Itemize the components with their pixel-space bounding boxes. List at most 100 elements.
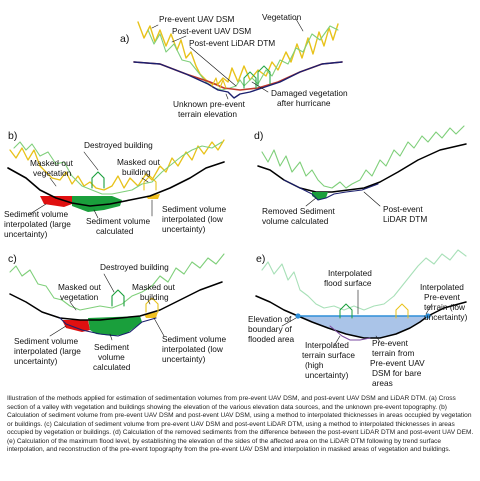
- sediment-low-uncertainty-fill: [146, 194, 160, 199]
- label-elevation-boundary-2: boundary of: [248, 324, 293, 334]
- panel-c-letter: c): [8, 253, 17, 265]
- panel-d-letter: d): [254, 130, 263, 142]
- label-interpolated-terrain-4: uncertainty): [305, 370, 349, 380]
- label-post-event-lidar-2: LiDAR DTM: [383, 214, 427, 224]
- post-event-lidar-dtm-line: [133, 61, 343, 99]
- label-removed-sediment-1: Removed Sediment: [262, 206, 336, 216]
- label-masked-building-1: Masked out: [117, 157, 161, 167]
- label-pre-event-terrain-4: DSM for bare: [372, 368, 422, 378]
- label-sediment-low-3: uncertainty): [162, 354, 206, 364]
- pre-event-terrain-line: [255, 295, 467, 339]
- label-masked-vegetation-2: vegetation: [60, 292, 99, 302]
- sediment-large-uncertainty-fill: [40, 196, 72, 207]
- label-masked-building-1: Masked out: [132, 282, 176, 292]
- panel-e-letter: e): [256, 253, 265, 265]
- label-pre-event-uav-dsm: Pre-event UAV DSM: [159, 14, 235, 24]
- post-event-uav-dsm-line: [147, 25, 339, 91]
- building-icon: [143, 175, 157, 191]
- pre-event-terrain-line: [7, 161, 225, 207]
- label-interpolated-pre-event-2: Pre-event: [424, 292, 461, 302]
- flood-boundary-point: [295, 313, 301, 319]
- label-unknown-terrain-2: terrain elevation: [178, 109, 237, 119]
- label-pre-event-terrain-5: areas: [372, 378, 393, 388]
- panel-a: a) Pre-event UAV DSM Vegetation Post-eve…: [120, 12, 348, 119]
- vegetation-line: [261, 249, 467, 311]
- label-post-event-lidar-1: Post-event: [383, 204, 423, 214]
- label-post-event-lidar-dtm: Post-event LiDAR DTM: [189, 38, 275, 48]
- building-icon: [91, 171, 105, 189]
- label-destroyed-building: Destroyed building: [100, 262, 169, 272]
- building-icon: [257, 65, 271, 87]
- label-interpolated-pre-event-3: terrain (low: [424, 302, 466, 312]
- label-sediment-calculated-2: calculated: [96, 226, 134, 236]
- label-sediment-low-3: uncertainty): [162, 224, 206, 234]
- post-event-uav-dsm-line: [9, 253, 225, 311]
- sediment-calculated-fill: [88, 316, 142, 336]
- pre-event-uav-dsm-line: [137, 21, 339, 85]
- label-sediment-large-2: interpolated (large: [14, 346, 81, 356]
- pre-event-uav-dsm-line: [9, 139, 225, 191]
- label-interpolated-terrain-1: Interpolated: [305, 340, 349, 350]
- label-sediment-large-3: uncertainty): [14, 356, 58, 366]
- label-sediment-low-2: interpolated (low: [162, 344, 224, 354]
- label-sediment-large-1: Sediment volume: [4, 209, 68, 219]
- post-event-lidar-dtm-line: [283, 179, 379, 201]
- label-pre-event-terrain-3: Pre-event UAV: [370, 358, 425, 368]
- label-interpolated-pre-event-1: Interpolated: [420, 282, 464, 292]
- label-unknown-terrain-1: Unknown pre-event: [173, 99, 246, 109]
- panel-e-leader-lines: [281, 289, 433, 347]
- building-icon: [339, 303, 353, 319]
- label-interpolated-pre-event-4: uncertainty): [424, 312, 468, 322]
- methods-figure: a) Pre-event UAV DSM Vegetation Post-eve…: [4, 12, 468, 388]
- label-elevation-boundary-3: flooded area: [248, 334, 295, 344]
- panel-a-letter: a): [120, 33, 129, 45]
- label-masked-vegetation-1: Masked out: [58, 282, 102, 292]
- label-interpolated-terrain-3: (high: [305, 360, 324, 370]
- label-post-event-uav-dsm: Post-event UAV DSM: [172, 26, 251, 36]
- label-vegetation: Vegetation: [262, 12, 302, 22]
- label-destroyed-building: Destroyed building: [84, 140, 153, 150]
- sediment-large-uncertainty-fill: [62, 320, 90, 332]
- flood-surface-fill: [298, 316, 428, 338]
- panel-a-leader-lines: [151, 18, 304, 100]
- label-masked-vegetation-1: Masked out: [30, 158, 74, 168]
- label-interpolated-terrain-2: terrain surface: [302, 350, 355, 360]
- post-event-uav-dsm-line: [261, 125, 465, 189]
- label-masked-building-2: building: [122, 167, 151, 177]
- building-icon: [395, 303, 409, 319]
- pre-event-terrain-line: [257, 143, 467, 193]
- label-sediment-large-2: interpolated (large: [4, 219, 71, 229]
- label-sediment-calculated-2: volume: [98, 352, 125, 362]
- panel-c-leader-lines: [49, 273, 165, 341]
- damaged-vegetation-icon: [211, 77, 227, 89]
- sediment-calculated-fill: [72, 196, 122, 212]
- label-damaged-vegetation-2: after hurricane: [277, 98, 331, 108]
- building-icon: [243, 71, 257, 89]
- panel-d: d) Removed Sediment volume calculated Po…: [254, 125, 467, 226]
- label-pre-event-terrain-2: terrain from: [372, 348, 415, 358]
- panel-e: e) Interpolated flood surface Elevation …: [248, 249, 468, 388]
- label-masked-vegetation-2: vegetation: [33, 168, 72, 178]
- pre-event-terrain-line: [9, 281, 223, 321]
- post-event-uav-dsm-line: [13, 141, 223, 195]
- building-icon: [145, 297, 159, 313]
- panel-b-leader-lines: [29, 151, 153, 219]
- panel-b-letter: b): [8, 130, 17, 142]
- panel-b: b) Destroyed building Masked out vegetat…: [4, 130, 226, 239]
- post-event-lidar-dtm-line: [59, 317, 157, 337]
- label-sediment-large-1: Sediment volume: [14, 336, 78, 346]
- label-sediment-low-1: Sediment volume: [162, 204, 226, 214]
- figure-caption: Illustration of the methods applied for …: [7, 395, 474, 454]
- building-icon: [111, 289, 125, 307]
- label-sediment-calculated-1: Sediment volume: [86, 216, 150, 226]
- label-damaged-vegetation-1: Damaged vegetation: [271, 88, 348, 98]
- interpolated-terrain-line: [329, 325, 371, 341]
- label-pre-event-terrain-1: Pre-event: [372, 338, 409, 348]
- label-interpolated-flood-1: Interpolated: [328, 268, 372, 278]
- label-masked-building-2: building: [140, 292, 169, 302]
- flood-boundary-point: [425, 313, 431, 319]
- label-interpolated-flood-2: flood surface: [324, 278, 372, 288]
- label-sediment-calculated-3: calculated: [93, 362, 131, 372]
- label-elevation-boundary-1: Elevation of: [248, 314, 292, 324]
- label-sediment-low-2: interpolated (low: [162, 214, 224, 224]
